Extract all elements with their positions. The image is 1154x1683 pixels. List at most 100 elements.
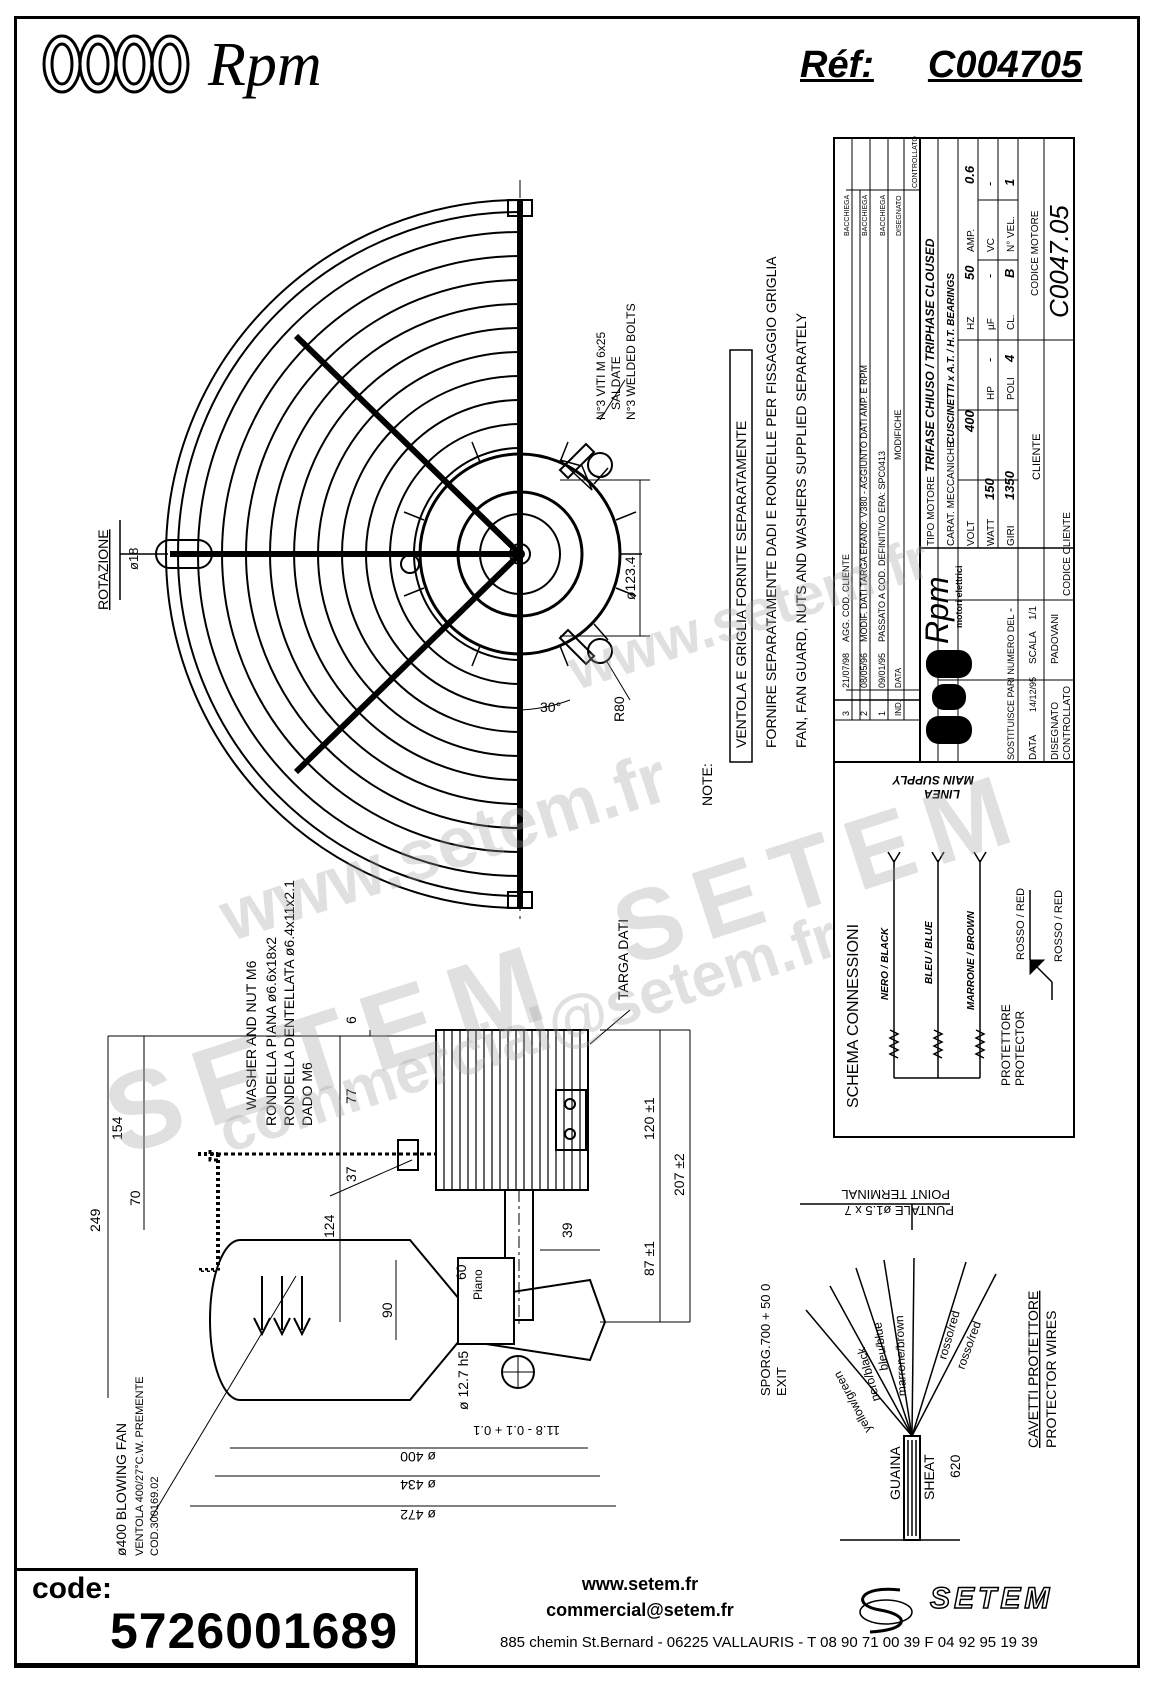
vc-label: VC [986, 238, 997, 252]
dim-30deg: 30° [540, 699, 561, 715]
rev3-by: BACCHIEGA [844, 194, 851, 236]
bolts-label-en: N°3 WELDED BOLTS [624, 303, 638, 420]
wire-2-label: BLEU / BLUE [924, 921, 935, 984]
rev1-text: PASSATO A COD. DEFINITIVO ERA: SPC0413 [877, 451, 887, 642]
rondella-dentellata-label: RONDELLA DENTELLATA ø6.4x11x2.1 [281, 880, 297, 1126]
protector-wires-label: PROTECTOR WIRES [1043, 1311, 1059, 1448]
sheat-label: SHEAT [921, 1454, 937, 1500]
dim-12-7: ø 12.7 h5 [455, 1351, 471, 1410]
company-address: 885 chemin St.Bernard - 06225 VALLAURIS … [500, 1634, 1038, 1651]
dim-6: 6 [343, 1016, 359, 1024]
nvel-value: 1 [1002, 179, 1017, 186]
rev2-by: BACCHIEGA [862, 194, 869, 236]
cliente-label: CLIENTE [1031, 434, 1043, 480]
giri-value: 1350 [1002, 470, 1017, 500]
rosso-1-label: ROSSO / RED [1015, 888, 1027, 960]
poli-label: POLI [1006, 377, 1017, 400]
main-supply-label: MAIN SUPPLY [892, 773, 974, 787]
schema-title: SCHEMA CONNESSIONI [845, 924, 862, 1108]
volt-label: VOLT [966, 521, 977, 546]
dim-120: 120 ±1 [641, 1097, 657, 1140]
exit-label: EXIT [774, 1367, 789, 1396]
rpm-logo-coils [42, 34, 190, 94]
rondella-piana-label: RONDELLA PIANA ø6.6x18x2 [263, 937, 279, 1126]
notes-line-1: VENTOLA E GRIGLIA FORNITE SEPARATAMENTE [733, 421, 749, 748]
hdr-data: DATA [894, 667, 903, 688]
setem-logo-text: SETEM [929, 1581, 1054, 1616]
rev2-text: MODIF. DATI TARGA ERANO: V380 - AGGIUNTO… [859, 365, 869, 642]
motor-side-view [198, 1029, 607, 1401]
rev1-date: 09/01/95 [877, 653, 887, 688]
rev2-n: 2 [859, 711, 869, 716]
codice-cliente-label: CODICE CLIENTE [1062, 512, 1073, 596]
hdr-disegnato: DISEGNATO [896, 195, 903, 236]
title-block-logo [926, 650, 972, 744]
drawing-sheet [14, 16, 1140, 1668]
disegnato-value: PADOVANI [1050, 614, 1061, 664]
sporg-label: SPORG.700 + 50 0 [758, 1284, 773, 1396]
hz-label: HZ [966, 317, 977, 330]
code-box [14, 1568, 418, 1666]
poli-value: 4 [1002, 354, 1017, 363]
connection-diagram [833, 761, 1075, 1138]
notes-label: NOTE: [699, 763, 715, 806]
dado-label: DADO M6 [299, 1062, 315, 1126]
notes-line-3: FAN, FAN GUARD, NUTS AND WASHERS SUPPLIE… [793, 312, 809, 748]
wire-marrone-brown: marrone/brown [892, 1315, 909, 1396]
disegnato-label: DISEGNATO [1050, 702, 1061, 760]
carat-label: CARAT. MECCANICHE [946, 441, 957, 546]
website-link[interactable]: www.setem.fr [581, 1574, 699, 1594]
cavetti-label: CAVETTI PROTETTORE [1025, 1291, 1041, 1448]
rev1-n: 1 [877, 711, 887, 716]
dim-18: ø18 [126, 548, 141, 570]
dim-39: 39 [559, 1222, 575, 1238]
dim-400: ø 400 [400, 1449, 436, 1465]
dim-249: 249 [87, 1208, 103, 1232]
fan-label-2: VENTOLA 400/27°C.W. PREMENTE [134, 1376, 146, 1556]
piano-label: Piano [471, 1269, 485, 1300]
scala-value: 1/1 [1028, 606, 1039, 620]
cl-value: B [1002, 269, 1017, 278]
hz-value: 50 [962, 265, 977, 280]
protector-label: PROTECTOR [1013, 1011, 1027, 1086]
rev3-text: AGG. COD. CLIENTE [841, 554, 851, 642]
hp-value: - [982, 358, 997, 362]
data-value: 14/12/95 [1028, 677, 1038, 712]
tipo-value: TRIFASE CHIUSO / TRIPHASE CLOUSED [923, 238, 937, 472]
brand-logo-text: Rpm [208, 31, 322, 99]
dim-r80: R80 [611, 696, 627, 722]
ref-code: C004705 [927, 44, 1083, 86]
volt-value: 400 [962, 410, 977, 433]
dimension-lines-side [107, 1009, 691, 1521]
wire-3-label: MARRONE / BROWN [966, 910, 977, 1010]
sost-label: SOSTITUISCE PARI NUMERO DEL [1006, 615, 1016, 760]
rotation-label: ROTAZIONE [95, 529, 111, 610]
hdr-controllato: CONTROLLATO [912, 136, 919, 188]
dim-472: ø 472 [400, 1507, 436, 1523]
email-link[interactable]: commercial@setem.fr [546, 1600, 734, 1620]
rev2-date: 08/05/96 [859, 653, 869, 688]
fan-label-3: COD.300169.02 [149, 1477, 161, 1557]
rev3-n: 3 [841, 711, 851, 716]
tb-brand: Rpm [919, 576, 955, 644]
tb-brand-sub: motori elettrici [954, 565, 964, 628]
hdr-modifiche: MODIFICHE [893, 410, 903, 461]
uf-value: - [982, 274, 997, 278]
notes-line-2: FORNIRE SEPARATAMENTE DADI E RONDELLE PE… [763, 256, 779, 748]
sost-value: - [1003, 608, 1017, 612]
nvel-label: N° VEL. [1006, 216, 1017, 252]
rev3-date: 21/07/98 [841, 653, 851, 688]
puntale-label: PUNTALE ø1.5 x 7 [844, 1203, 954, 1218]
dim-207: 207 ±2 [671, 1153, 687, 1196]
fan-label-1: ø400 BLOWING FAN [113, 1423, 129, 1556]
controllato-label: CONTROLLATO [1062, 686, 1073, 760]
drawing-labels: ROTAZIONE ø18 N°3 VITI M 6x25 SALDATE N°… [87, 136, 1074, 1556]
hdr-ind: IND. [894, 700, 903, 716]
dimension-lines-top [519, 379, 650, 711]
dim-60: 60 [453, 1264, 469, 1280]
ref-label: Réf: [800, 44, 874, 86]
vc-value: - [982, 182, 997, 186]
wire-1-label: NERO / BLACK [880, 927, 891, 1000]
rosso-2-label: ROSSO / RED [1053, 890, 1065, 962]
dim-620: 620 [947, 1454, 963, 1478]
